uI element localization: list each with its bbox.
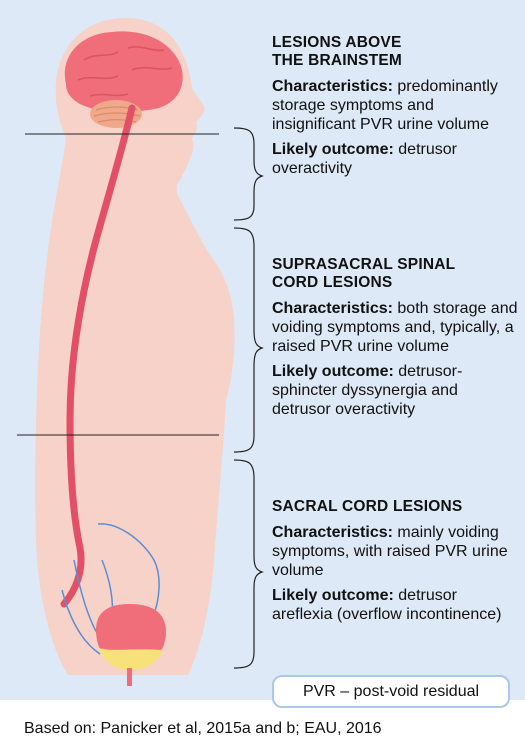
characteristics: Characteristics: predominantly storage s… — [272, 77, 520, 134]
characteristics: Characteristics: both storage and voidin… — [272, 299, 520, 356]
likely-outcome: Likely outcome: detrusor-sphincter dyssy… — [272, 362, 520, 419]
brace-suprasacral — [234, 228, 262, 452]
characteristics: Characteristics: mainly voiding symptoms… — [272, 523, 520, 580]
brace-sacral — [234, 460, 262, 668]
brace-brainstem — [234, 128, 262, 220]
pvr-legend: PVR – post-void residual — [272, 675, 510, 708]
cerebellum — [90, 100, 142, 128]
section-sacral: SACRAL CORD LESIONS Characteristics: mai… — [272, 498, 520, 630]
source-note: Based on: Panicker et al, 2015a and b; E… — [24, 720, 382, 738]
section-title: SACRAL CORD LESIONS — [272, 498, 520, 516]
likely-outcome: Likely outcome: detrusor overactivity — [272, 140, 520, 178]
urethra — [127, 668, 132, 686]
likely-outcome: Likely outcome: detrusor areflexia (over… — [272, 586, 520, 624]
